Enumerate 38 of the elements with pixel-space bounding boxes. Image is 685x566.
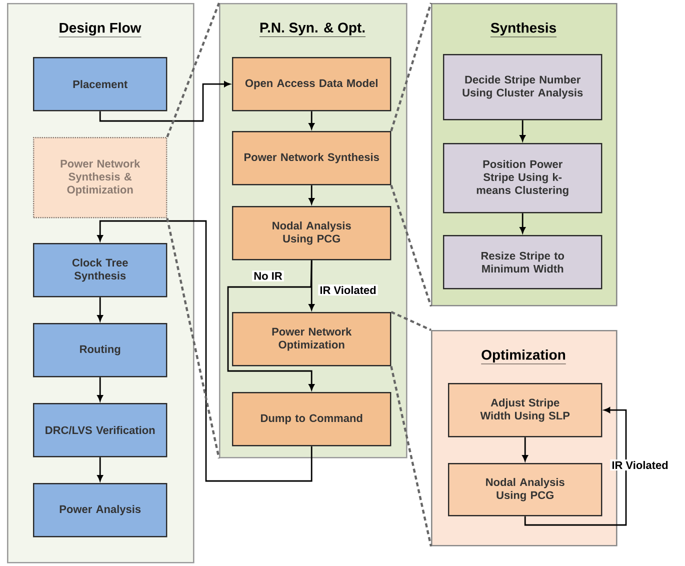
arrow [97,220,312,482]
arrow [520,213,526,234]
arrow [99,81,230,122]
zoom-line [390,2,432,132]
process-box: Clock Tree Synthesis [33,243,168,298]
zoom-line [390,366,432,547]
arrow [522,437,528,462]
arrow [308,111,314,130]
process-box: Dump to Command [232,392,392,446]
process-box: Open Access Data Model [232,57,392,112]
arrow [97,297,103,322]
arrow [97,457,103,482]
process-box: Resize Stripe to Minimum Width [443,235,602,290]
arrow [308,185,314,204]
edge-label: IR Violated [318,284,378,296]
process-box: Placement [33,57,168,112]
arrow [97,377,103,402]
zoom-line [390,184,432,307]
process-box: Power Network Synthesis [232,131,392,186]
arrow [308,260,314,310]
process-box: Nodal Analysis Using PCG [448,463,602,516]
process-box: Position Power Stripe Using k-means Clustering [443,143,602,214]
arrow [227,260,314,390]
dashed-process-box: Power Network Synthesis & Optimization [33,137,168,218]
process-box: DRC/LVS Verification [33,403,168,458]
process-box: Adjust Stripe Width Using SLP [448,383,602,438]
process-box: Routing [33,323,168,378]
process-box: Decide Stripe Number Using Cluster Analysis [443,54,602,120]
zoom-line [390,311,432,332]
process-box: Power Analysis [33,483,168,538]
arrow [524,407,627,526]
edge-label: IR Violated [610,459,670,471]
process-box: Power Network Optimization [232,312,392,366]
arrow [520,120,526,142]
zoom-line [166,2,220,138]
process-box: Nodal Analysis Using PCG [232,206,392,260]
edge-label: No IR [252,270,284,282]
zoom-line [166,218,220,459]
